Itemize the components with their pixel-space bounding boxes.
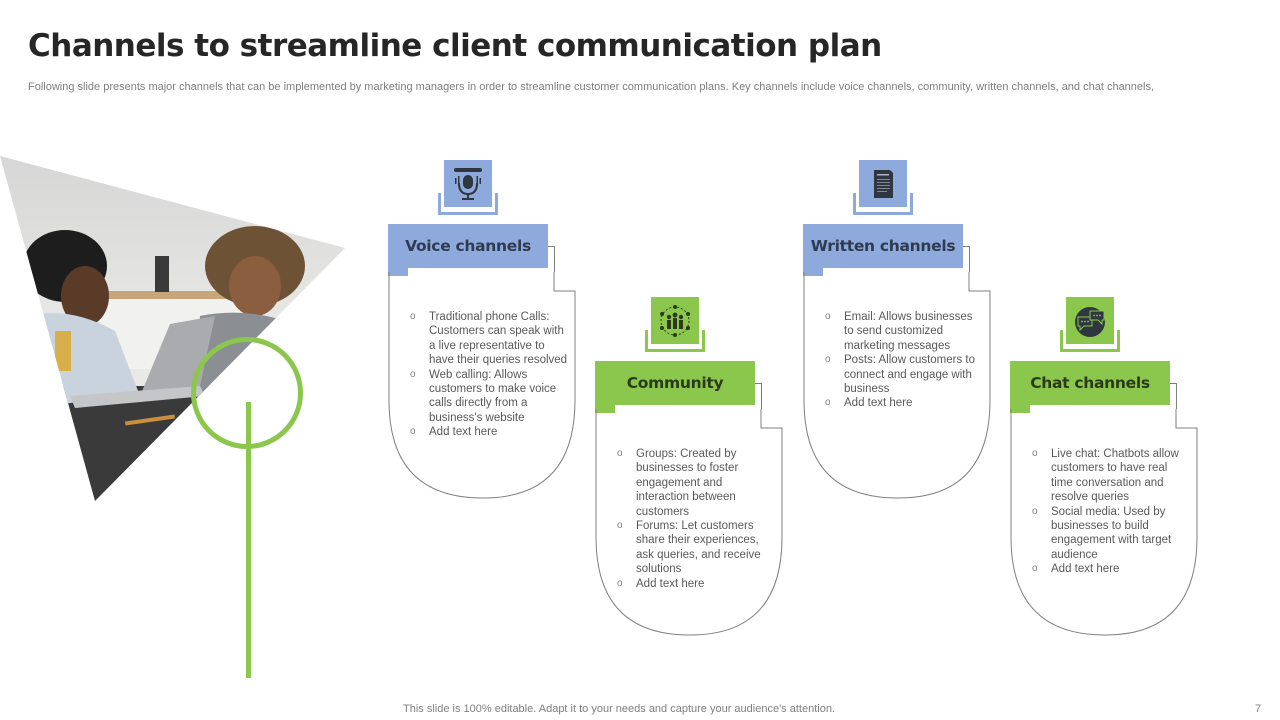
channel-card-voice: Voice channels Traditional phone Calls: … (388, 160, 588, 580)
icon-holder (645, 297, 705, 354)
channel-label: Chat channels (1010, 361, 1170, 413)
decorative-stem (246, 402, 251, 678)
list-item: Social media: Used by businesses to buil… (1032, 505, 1192, 563)
channel-items: Email: Allows businesses to send customi… (825, 310, 985, 411)
document-icon (874, 170, 893, 198)
channel-body: Traditional phone Calls: Customers can s… (388, 270, 578, 500)
list-item: Email: Allows businesses to send customi… (825, 310, 985, 353)
channel-body: Live chat: Chatbots allow customers to h… (1010, 407, 1200, 637)
list-item: Live chat: Chatbots allow customers to h… (1032, 447, 1192, 505)
channel-card-written: Written channels Email: Allows businesse… (803, 160, 1003, 580)
channel-body: Groups: Created by businesses to foster … (595, 407, 785, 637)
channel-label: Written channels (803, 224, 963, 276)
list-item: Add text here (410, 425, 570, 440)
channel-items: Live chat: Chatbots allow customers to h… (1032, 447, 1192, 577)
team-photo (0, 156, 345, 501)
channel-label: Community (595, 361, 755, 413)
channel-label: Voice channels (388, 224, 548, 276)
microphone-icon (454, 168, 482, 200)
list-item: Posts: Allow customers to connect and en… (825, 353, 985, 396)
list-item: Web calling: Allows customers to make vo… (410, 368, 570, 426)
icon-holder (853, 160, 913, 217)
slide-subtitle: Following slide presents major channels … (28, 81, 1155, 93)
footer-note: This slide is 100% editable. Adapt it to… (403, 703, 835, 715)
icon-holder (438, 160, 498, 217)
channel-body: Email: Allows businesses to send customi… (803, 270, 993, 500)
channel-card-community: Community Groups: Created by businesses … (595, 297, 795, 717)
page-number: 7 (1255, 703, 1262, 715)
slide-title: Channels to streamline client communicat… (28, 28, 882, 64)
list-item: Add text here (1032, 562, 1192, 577)
chat-bubbles-icon (1075, 307, 1105, 337)
list-item: Forums: Let customers share their experi… (617, 519, 777, 577)
list-item: Add text here (617, 577, 777, 592)
list-item: Groups: Created by businesses to foster … (617, 447, 777, 519)
channel-card-chat: Chat channels Live chat: Chatbots allow … (1010, 297, 1210, 717)
list-item: Traditional phone Calls: Customers can s… (410, 310, 570, 368)
icon-holder (1060, 297, 1120, 354)
community-icon (660, 305, 690, 337)
channel-items: Groups: Created by businesses to foster … (617, 447, 777, 591)
channel-items: Traditional phone Calls: Customers can s… (410, 310, 570, 440)
list-item: Add text here (825, 396, 985, 411)
